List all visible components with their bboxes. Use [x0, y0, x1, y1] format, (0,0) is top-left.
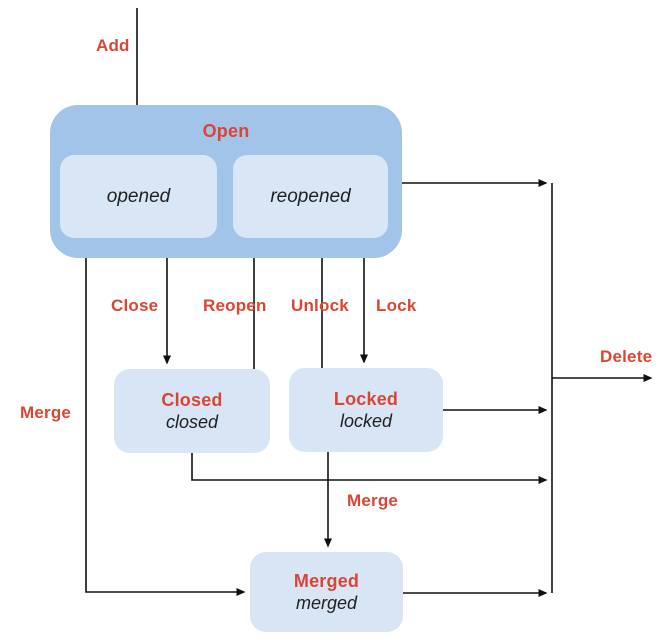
- state-merged: Merged merged: [250, 552, 403, 632]
- edge-label-merge-mid: Merge: [347, 491, 399, 510]
- edge-merge-left-arrow: [85, 258, 246, 596]
- state-closed-subtitle: closed: [165, 412, 219, 432]
- edge-closed-to-collector-arrow: [191, 453, 548, 484]
- state-locked: Locked locked: [289, 368, 443, 452]
- state-locked-title: Locked: [333, 389, 399, 409]
- state-opened: opened: [60, 155, 217, 238]
- edge-label-unlock: Unlock: [291, 296, 349, 315]
- state-closed: Closed closed: [114, 369, 270, 453]
- state-merged-subtitle: merged: [295, 593, 358, 613]
- state-open-group: Open opened reopened: [50, 105, 402, 258]
- edge-label-reopen: Reopen: [203, 296, 267, 315]
- edge-label-delete: Delete: [600, 347, 653, 366]
- edge-label-merge-left: Merge: [20, 403, 72, 422]
- state-reopened: reopened: [233, 155, 388, 238]
- edge-label-lock: Lock: [376, 296, 417, 315]
- edge-label-add: Add: [96, 36, 130, 55]
- state-locked-subtitle: locked: [339, 411, 393, 431]
- state-open-title: Open: [202, 121, 250, 141]
- state-closed-title: Closed: [161, 390, 223, 410]
- edge-label-close: Close: [111, 296, 159, 315]
- state-merged-title: Merged: [293, 571, 360, 591]
- state-reopened-label: reopened: [270, 185, 351, 207]
- state-opened-label: opened: [106, 185, 171, 207]
